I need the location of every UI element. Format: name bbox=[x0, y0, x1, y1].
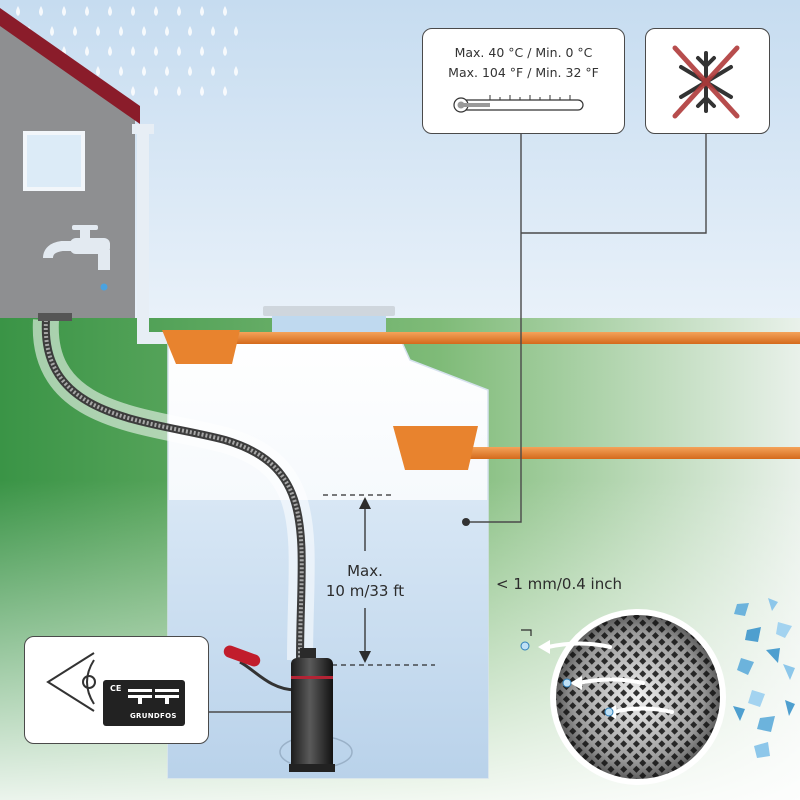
rain-drop bbox=[223, 6, 227, 16]
rain-drop bbox=[73, 26, 77, 36]
rain-drop bbox=[39, 6, 43, 16]
temperature-fahrenheit: Max. 104 °F / Min. 32 °F bbox=[448, 65, 599, 80]
grundfos-label: GRUNDFOS bbox=[130, 712, 177, 720]
submersible-pump bbox=[223, 645, 353, 772]
rain-drop bbox=[119, 66, 123, 76]
max-depth-label: Max. 10 m/33 ft bbox=[312, 561, 418, 601]
particle-size-label: < 1 mm/0.4 inch bbox=[496, 575, 622, 593]
inlet-pipe bbox=[162, 330, 800, 364]
rain-drop bbox=[177, 6, 181, 16]
float-switch bbox=[223, 645, 261, 667]
rain-drop bbox=[96, 66, 100, 76]
max-depth-line2: 10 m/33 ft bbox=[325, 582, 405, 600]
rain-drop bbox=[188, 66, 192, 76]
rain-drop bbox=[234, 66, 238, 76]
rain-drop bbox=[177, 86, 181, 96]
water-tap-icon bbox=[43, 225, 110, 291]
rain-drop bbox=[62, 6, 66, 16]
rain-drop bbox=[165, 66, 169, 76]
rain-drop bbox=[211, 66, 215, 76]
rain-drop bbox=[234, 26, 238, 36]
callout-lines bbox=[208, 133, 707, 713]
max-depth-line1: Max. bbox=[347, 562, 383, 580]
rain-drop bbox=[142, 26, 146, 36]
rain-drop bbox=[119, 26, 123, 36]
rain-drop bbox=[16, 6, 20, 16]
pressure-hose bbox=[32, 313, 315, 661]
house bbox=[0, 8, 167, 344]
rain-drop bbox=[85, 46, 89, 56]
overflow-pipe bbox=[393, 426, 800, 470]
temperature-celsius: Max. 40 °C / Min. 0 °C bbox=[454, 45, 593, 60]
rain-drop bbox=[131, 46, 135, 56]
temperature-callout: Max. 40 °C / Min. 0 °C Max. 104 °F / Min… bbox=[422, 28, 625, 134]
rain-drop bbox=[200, 86, 204, 96]
rain-drop bbox=[223, 46, 227, 56]
rain-drop bbox=[154, 6, 158, 16]
frost-callout bbox=[645, 28, 770, 134]
rain-drop bbox=[85, 6, 89, 16]
strainer-detail bbox=[520, 609, 726, 785]
rain-drop bbox=[154, 86, 158, 96]
depth-indicator bbox=[323, 494, 435, 666]
rain-drop bbox=[131, 86, 135, 96]
rain-drop bbox=[142, 66, 146, 76]
rain-drop bbox=[96, 26, 100, 36]
debris-particles bbox=[733, 598, 795, 758]
rain-drop bbox=[200, 6, 204, 16]
rain-drop bbox=[108, 6, 112, 16]
ce-mark-label: CE bbox=[110, 684, 122, 693]
rain-drop bbox=[165, 26, 169, 36]
rain-drop bbox=[50, 26, 54, 36]
rain-drop bbox=[177, 46, 181, 56]
rain-drop bbox=[211, 26, 215, 36]
rain-drop bbox=[200, 46, 204, 56]
rain-drop bbox=[223, 86, 227, 96]
rain-drop bbox=[131, 6, 135, 16]
rain-drop bbox=[154, 46, 158, 56]
rain-drop bbox=[188, 26, 192, 36]
rain-drop bbox=[108, 46, 112, 56]
